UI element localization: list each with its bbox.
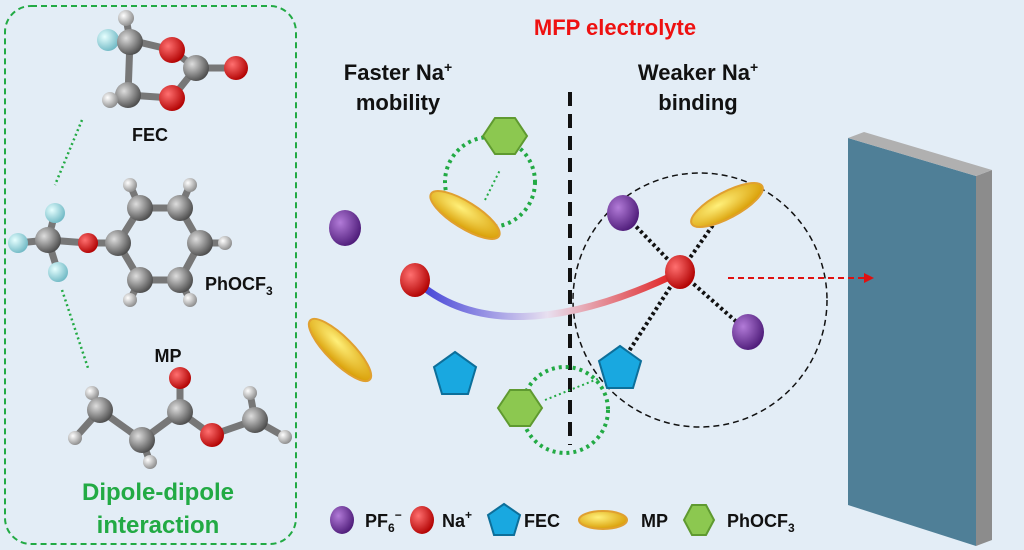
pf6-anion	[732, 314, 764, 350]
phocf3-molecule	[8, 178, 232, 307]
fec-molecule	[97, 10, 248, 111]
mp-molecule-shape	[307, 317, 373, 383]
pf6-anion	[607, 195, 639, 231]
interaction-label-line1: Dipole-dipole	[82, 479, 234, 506]
legend-fec-icon	[486, 502, 522, 536]
mp-molecule-shape	[690, 181, 764, 229]
fec-pentagon	[597, 344, 643, 389]
phocf3-molecule-label: PhOCF3	[205, 274, 273, 298]
left-heading-line2: mobility	[356, 90, 441, 115]
phocf3-hexagon	[496, 389, 544, 427]
legend-fec-label: FEC	[524, 511, 560, 531]
phocf3-hexagon	[481, 117, 529, 155]
fec-molecule-label: FEC	[132, 125, 168, 145]
legend-mp-icon	[578, 510, 628, 530]
legend-mp-label: MP	[641, 511, 668, 531]
right-heading-line2: binding	[658, 90, 737, 115]
legend: PF6− Na+ FEC MP PhOCF3	[330, 502, 795, 536]
fec-pentagon	[432, 350, 478, 395]
na-ion	[665, 255, 695, 289]
diagram-title: MFP electrolyte	[534, 15, 696, 40]
legend-na-label: Na+	[442, 508, 472, 531]
legend-pf6-label: PF6−	[365, 508, 402, 535]
solvation-shell	[572, 172, 828, 428]
electrode-wall	[848, 132, 992, 546]
right-heading-line1: Weaker Na+	[638, 59, 758, 85]
mp-molecule-shape	[429, 190, 501, 240]
legend-phocf3-icon	[682, 504, 716, 536]
pf6-anion	[329, 210, 361, 246]
legend-pf6-icon	[330, 506, 354, 534]
molecule-panel-border	[4, 5, 297, 545]
left-heading-line1: Faster Na+	[344, 59, 452, 85]
mp-molecule	[68, 367, 292, 469]
na-migration-path	[412, 268, 682, 320]
dipole-arrows-main	[484, 169, 601, 401]
mp-molecule-label: MP	[155, 346, 182, 366]
interaction-label-line2: interaction	[97, 512, 220, 539]
legend-phocf3-label: PhOCF3	[727, 511, 795, 535]
transport-arrow	[728, 273, 874, 283]
legend-na-icon	[410, 506, 434, 534]
na-ion	[400, 263, 430, 297]
dipole-arrows	[53, 119, 90, 369]
